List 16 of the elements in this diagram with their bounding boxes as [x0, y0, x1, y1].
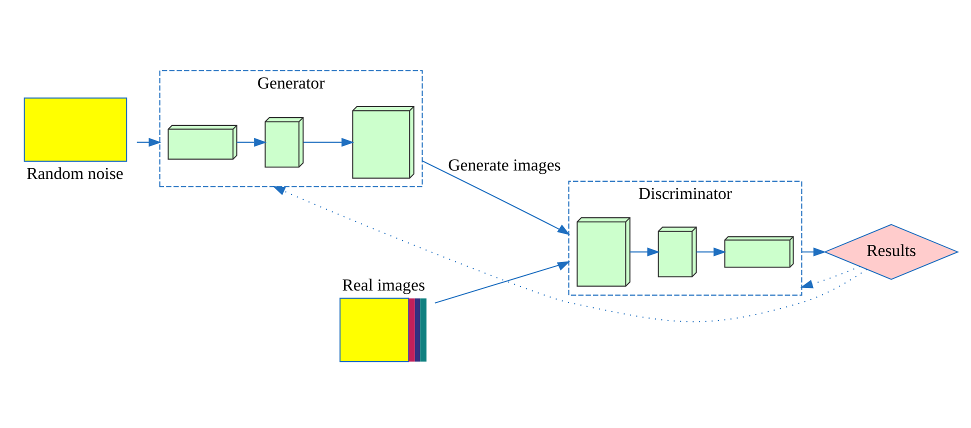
arrow	[236, 138, 267, 147]
cluster: Discriminator	[568, 180, 802, 296]
node-diamond: Results	[824, 224, 960, 280]
arrow	[422, 160, 570, 236]
arrow	[630, 248, 660, 256]
arrow	[272, 186, 868, 322]
arrow	[303, 138, 354, 147]
node-label: Real images	[342, 276, 426, 295]
cluster: Generator	[159, 70, 423, 188]
arrow	[802, 248, 826, 256]
arrow	[136, 138, 162, 147]
arrow	[696, 248, 726, 256]
arrow	[434, 261, 570, 304]
edge-label: Generate images	[448, 156, 561, 175]
node-label: Random noise	[26, 164, 124, 184]
arrow	[800, 266, 860, 288]
